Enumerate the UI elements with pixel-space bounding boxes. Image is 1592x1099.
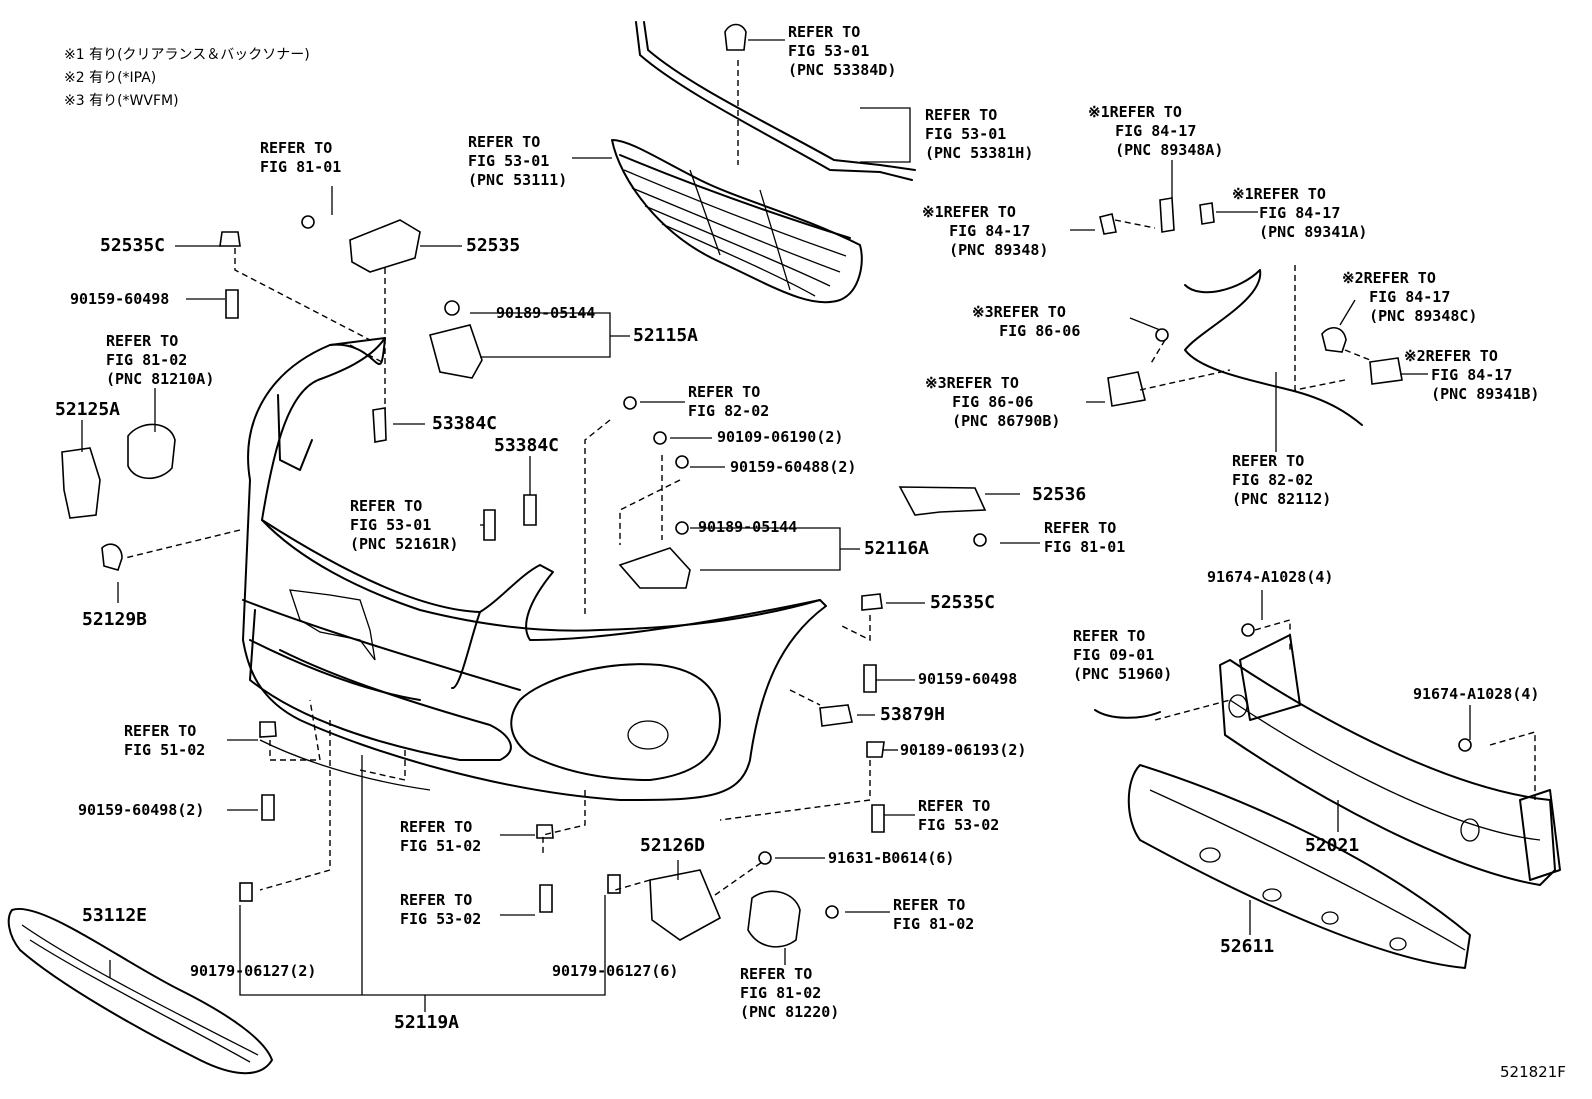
part-number-91674-a1028-right[interactable]: 91674-A1028(4) xyxy=(1413,685,1540,703)
part-number-91631-b0614[interactable]: 91631-B0614(6) xyxy=(828,849,955,867)
refer-label-fig-51-02-left[interactable]: REFER TO FIG 51-02 xyxy=(124,722,206,759)
refer-label-89341a[interactable]: ※1REFER TO FIG 84-17 (PNC 89341A) xyxy=(1232,185,1368,241)
part-number-52021[interactable]: 52021 xyxy=(1305,835,1360,856)
refer-label-fig-51-02-mid[interactable]: REFER TO FIG 51-02 xyxy=(400,818,482,855)
part-number-52115a[interactable]: 52115A xyxy=(633,325,699,346)
part-number-52535c-top[interactable]: 52535C xyxy=(100,235,166,256)
radiator-grille-drawing xyxy=(611,21,916,304)
refer-label-fig-82-02[interactable]: REFER TO FIG 82-02 xyxy=(688,383,770,420)
part-number-53879h[interactable]: 53879H xyxy=(880,704,946,725)
refer-label-81210a[interactable]: REFER TO FIG 81-02 (PNC 81210A) xyxy=(106,332,215,388)
part-number-90159-60498-2[interactable]: 90159-60498(2) xyxy=(78,801,205,819)
refer-label-89341b[interactable]: ※2REFER TO FIG 84-17 (PNC 89341B) xyxy=(1404,347,1540,403)
part-number-90159-60488[interactable]: 90159-60488(2) xyxy=(730,458,857,476)
part-number-90109-06190[interactable]: 90109-06190(2) xyxy=(717,428,844,446)
part-number-90189-05144-mid[interactable]: 90189-05144 xyxy=(698,518,798,536)
refer-label-fig-81-01-right[interactable]: REFER TO FIG 81-01 xyxy=(1044,519,1126,556)
figure-number: 521821F xyxy=(1500,1063,1566,1081)
part-number-52119a[interactable]: 52119A xyxy=(394,1012,460,1033)
part-number-52535[interactable]: 52535 xyxy=(466,235,521,256)
refer-label-51960[interactable]: REFER TO FIG 09-01 (PNC 51960) xyxy=(1073,627,1173,683)
refer-label-89348c[interactable]: ※2REFER TO FIG 84-17 (PNC 89348C) xyxy=(1342,269,1478,325)
leader-lines xyxy=(81,39,1471,1012)
part-number-52125a[interactable]: 52125A xyxy=(55,399,121,420)
connector-lines xyxy=(124,60,1536,896)
bumper-cover-drawing xyxy=(242,337,827,801)
refer-label-89348[interactable]: ※1REFER TO FIG 84-17 (PNC 89348) xyxy=(922,203,1049,259)
part-number-90159-60498-right[interactable]: 90159-60498 xyxy=(918,670,1018,688)
part-number-90179-06127-6[interactable]: 90179-06127(6) xyxy=(552,962,679,980)
part-number-53384c-a[interactable]: 53384C xyxy=(432,413,498,434)
part-number-90159-60498-top[interactable]: 90159-60498 xyxy=(70,290,170,308)
part-number-52129b[interactable]: 52129B xyxy=(82,609,148,630)
part-number-90189-06193[interactable]: 90189-06193(2) xyxy=(900,741,1027,759)
refer-label-fig-81-02-right[interactable]: REFER TO FIG 81-02 xyxy=(893,896,975,933)
refer-label-fig-53-02-mid[interactable]: REFER TO FIG 53-02 xyxy=(400,891,482,928)
refer-label-52161r[interactable]: REFER TO FIG 53-01 (PNC 52161R) xyxy=(350,497,459,553)
refer-label-53381h[interactable]: REFER TO FIG 53-01 (PNC 53381H) xyxy=(925,106,1034,162)
part-number-53384c-b[interactable]: 53384C xyxy=(494,435,560,456)
part-number-52611[interactable]: 52611 xyxy=(1220,936,1275,957)
refer-label-81220[interactable]: REFER TO FIG 81-02 (PNC 81220) xyxy=(740,965,840,1021)
part-number-52116a[interactable]: 52116A xyxy=(864,538,930,559)
lower-grille-drawing xyxy=(7,907,273,1075)
part-number-90179-06127-2[interactable]: 90179-06127(2) xyxy=(190,962,317,980)
part-number-52536[interactable]: 52536 xyxy=(1032,484,1087,505)
refer-label-fig-53-02-right[interactable]: REFER TO FIG 53-02 xyxy=(918,797,1000,834)
part-number-90189-05144-top[interactable]: 90189-05144 xyxy=(496,304,596,322)
refer-label-fig-81-01-top[interactable]: REFER TO FIG 81-01 xyxy=(260,139,342,176)
refer-label-89348a[interactable]: ※1REFER TO FIG 84-17 (PNC 89348A) xyxy=(1088,103,1224,159)
note-3: ※3 有り(*WVFM) xyxy=(64,93,179,109)
refer-label-fig-86-06[interactable]: ※3REFER TO FIG 86-06 xyxy=(972,303,1081,340)
refer-label-82112[interactable]: REFER TO FIG 82-02 (PNC 82112) xyxy=(1232,452,1332,508)
note-1: ※1 有り(クリアランス＆バックソナー) xyxy=(64,47,310,63)
part-number-53112e[interactable]: 53112E xyxy=(82,905,148,926)
part-number-52535c-right[interactable]: 52535C xyxy=(930,592,996,613)
brackets-drawing xyxy=(61,197,1403,948)
fasteners xyxy=(225,23,1472,919)
refer-label-53384d[interactable]: REFER TO FIG 53-01 (PNC 53384D) xyxy=(788,23,897,79)
reinforcement-beam-drawing xyxy=(1219,634,1561,886)
note-2: ※2 有り(*IPA) xyxy=(64,70,157,86)
refer-label-86790b[interactable]: ※3REFER TO FIG 86-06 (PNC 86790B) xyxy=(925,374,1061,430)
refer-label-53111[interactable]: REFER TO FIG 53-01 (PNC 53111) xyxy=(468,133,568,189)
energy-absorber-drawing xyxy=(1127,764,1471,969)
part-number-52126d[interactable]: 52126D xyxy=(640,835,706,856)
part-number-91674-a1028-top[interactable]: 91674-A1028(4) xyxy=(1207,568,1334,586)
